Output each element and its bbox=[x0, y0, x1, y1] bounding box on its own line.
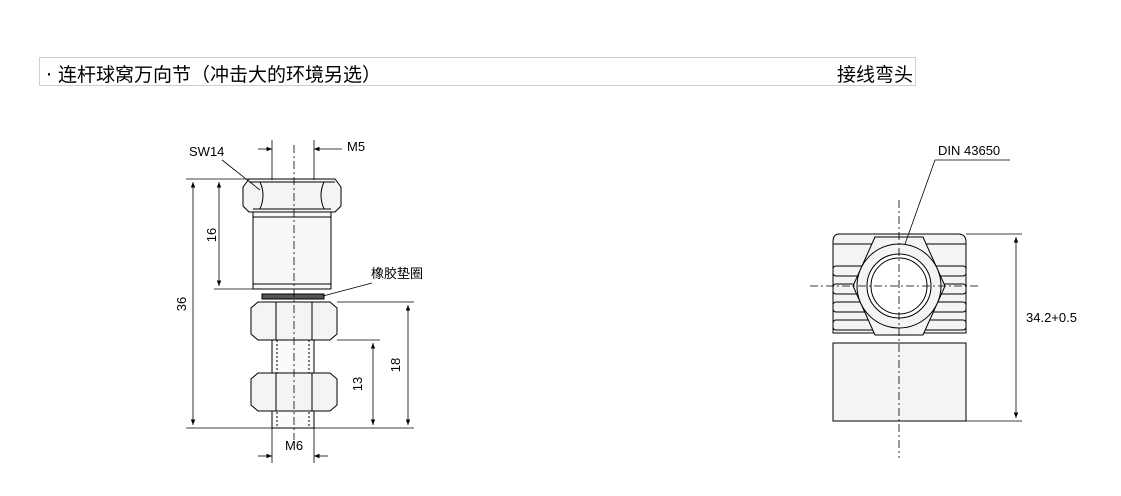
elbow-title: 接线弯头 bbox=[836, 64, 913, 86]
gasket-label: 橡胶垫圈 bbox=[371, 266, 423, 281]
dim-18 bbox=[337, 301, 414, 425]
m5-dimension bbox=[258, 140, 342, 180]
height-dimension bbox=[966, 233, 1022, 422]
dim-16 bbox=[214, 182, 253, 290]
elbow-connector-drawing bbox=[810, 159, 1022, 458]
m5-label: M5 bbox=[347, 139, 365, 154]
section-header: ·连杆球窝万向节（冲击大的环境另选） 接线弯头 bbox=[39, 57, 916, 86]
ball-joint-drawing bbox=[186, 140, 414, 463]
sw14-leader bbox=[221, 159, 261, 191]
dim-16-label: 16 bbox=[204, 228, 219, 242]
dim-36-label: 36 bbox=[174, 297, 189, 311]
dim-13-label: 13 bbox=[350, 377, 365, 391]
m6-label: M6 bbox=[285, 438, 303, 453]
joint-title: 连杆球窝万向节（冲击大的环境另选） bbox=[58, 64, 382, 86]
bullet: · bbox=[45, 64, 53, 86]
dim-36 bbox=[186, 178, 272, 429]
dim-18-label: 18 bbox=[388, 358, 403, 372]
sw14-label: SW14 bbox=[189, 144, 224, 159]
rubber-gasket bbox=[261, 293, 325, 300]
dim-13 bbox=[314, 339, 414, 429]
connector-base bbox=[832, 342, 967, 422]
din-label: DIN 43650 bbox=[938, 143, 1000, 158]
height-label: 34.2+0.5 bbox=[1026, 310, 1077, 325]
header-left: ·连杆球窝万向节（冲击大的环境另选） bbox=[40, 60, 381, 87]
gasket-leader bbox=[322, 282, 373, 297]
din-leader bbox=[904, 159, 1010, 245]
m6-dimension bbox=[258, 428, 328, 463]
joint-body bbox=[252, 211, 332, 290]
top-hex-nut bbox=[242, 178, 342, 213]
